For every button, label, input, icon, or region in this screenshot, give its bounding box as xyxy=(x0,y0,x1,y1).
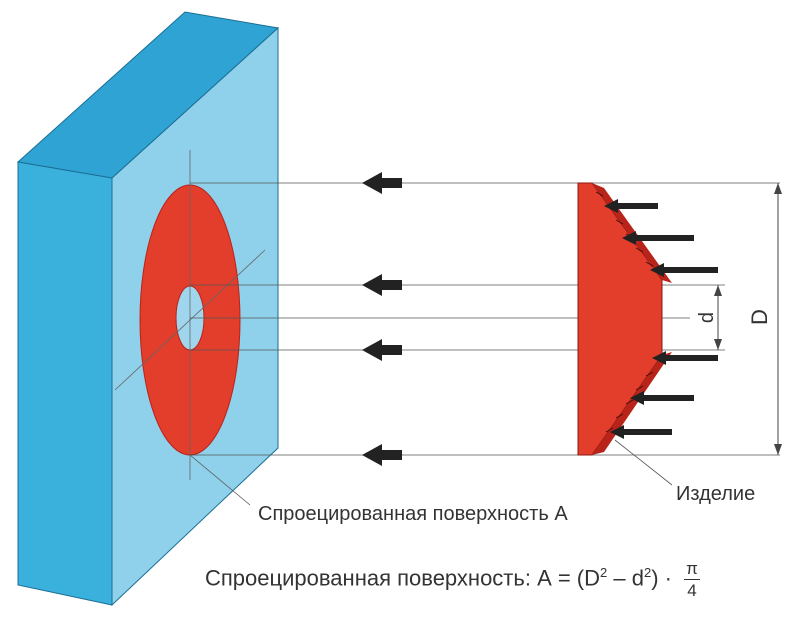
arrow-left-icon xyxy=(362,339,402,361)
area-formula: Спроецированная поверхность: А = (D2 – d… xyxy=(205,560,700,599)
arrow-left-icon xyxy=(622,231,694,245)
arrow-left-icon xyxy=(610,425,672,439)
arrow-left-icon xyxy=(604,199,658,213)
formula-prefix: Спроецированная поверхность: А = (D xyxy=(205,565,601,591)
formula-numerator: π xyxy=(684,559,700,580)
workpiece-leader xyxy=(614,439,673,486)
arrow-left-icon xyxy=(362,172,402,194)
workpiece xyxy=(577,182,663,456)
arrow-left-icon xyxy=(362,274,402,296)
formula-exponent-D: 2 xyxy=(600,564,608,580)
arrow-left-icon xyxy=(650,263,718,277)
dim-d-label: d xyxy=(696,311,719,324)
arrow-left-icon xyxy=(652,351,718,365)
formula-minus: – d xyxy=(607,565,644,591)
projected-area-label: Спроецированная поверхность А xyxy=(258,503,568,525)
formula-close: ) · xyxy=(651,565,679,591)
arrow-left-icon xyxy=(362,444,402,466)
workpiece-bevel-lower xyxy=(592,352,672,455)
formula-denominator: 4 xyxy=(687,581,697,600)
formula-exponent-d: 2 xyxy=(643,564,652,580)
workpiece-label: Изделие xyxy=(676,483,756,505)
plate-axis-diagonal xyxy=(114,249,266,391)
arrow-left-icon xyxy=(630,391,694,405)
plate-side-face xyxy=(17,161,113,606)
dim-D-label: D xyxy=(746,309,772,325)
projected-area-leader xyxy=(189,454,251,506)
